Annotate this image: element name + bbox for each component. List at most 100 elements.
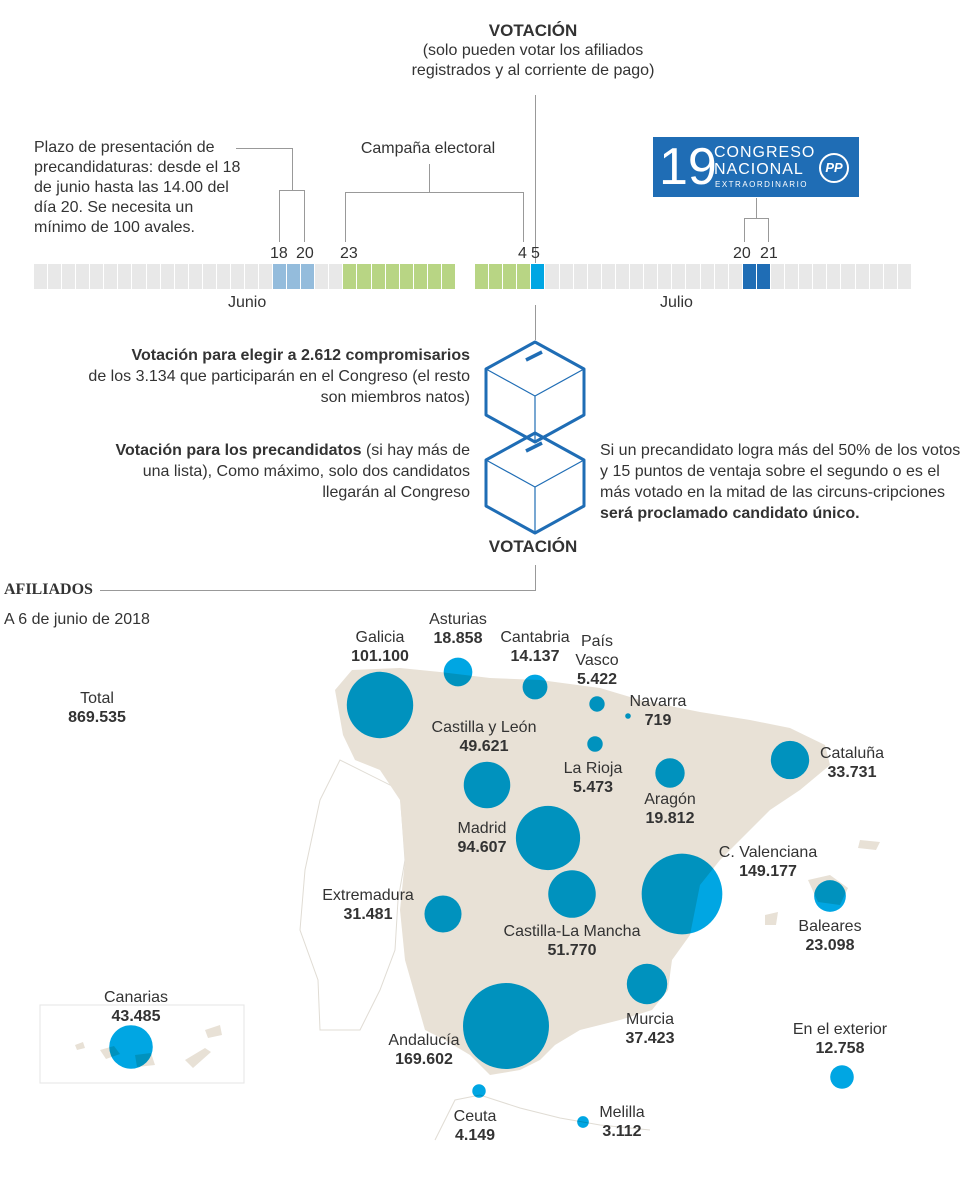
calendar-day <box>202 264 217 289</box>
region-value: 18.858 <box>433 630 483 647</box>
calendar-day <box>48 264 63 289</box>
calendar-day <box>315 264 330 289</box>
region-label: Castilla-La Mancha 51.770 <box>504 922 641 960</box>
calendar-day <box>770 264 786 289</box>
section-rule <box>100 590 536 591</box>
bubble-c-valenciana <box>641 853 723 935</box>
logo-line2: NACIONAL <box>714 161 804 178</box>
region-name: La Rioja <box>563 760 623 777</box>
calendar-day <box>489 264 504 289</box>
rule-body: Si un precandidato logra más del 50% de … <box>600 442 961 501</box>
plazo-bracket <box>304 190 305 242</box>
day-label: 20 <box>296 245 314 262</box>
region-label: Cataluña 33.731 <box>820 744 884 782</box>
region-value: 51.770 <box>547 942 597 959</box>
bubble-pa-s-vasco <box>589 696 605 712</box>
step2-bold: Votación para los precandidatos <box>115 442 362 459</box>
june-calendar <box>34 264 456 289</box>
region-value: 101.100 <box>351 648 409 665</box>
calendar-day <box>413 264 428 289</box>
vote-heading: VOTACIÓN <box>488 21 578 40</box>
region-name: Galicia <box>355 629 405 646</box>
plazo-connector <box>292 148 293 190</box>
bubble-asturias <box>443 657 473 687</box>
campaign-label: Campaña electoral <box>360 140 496 157</box>
region-name: Cantabria <box>500 629 570 646</box>
calendar-day <box>559 264 574 289</box>
bubble-galicia <box>346 671 414 739</box>
bubble-extremadura <box>424 895 462 933</box>
africa-coast <box>434 1094 651 1141</box>
calendar-day <box>615 264 631 289</box>
calendar-day <box>160 264 175 289</box>
logo-line3: EXTRAORDINARIO <box>715 180 809 189</box>
campaign-bracket <box>345 192 524 193</box>
calendar-day <box>216 264 231 289</box>
calendar-day <box>545 264 560 289</box>
day-label: 4 <box>518 245 527 262</box>
day-label: 18 <box>270 245 288 262</box>
campaign-bracket <box>429 164 430 192</box>
calendar-day <box>799 264 814 289</box>
calendar-day <box>475 264 490 289</box>
calendar-day <box>188 264 203 289</box>
region-name: Madrid <box>457 820 507 837</box>
region-name: Castilla-La Mancha <box>503 923 641 940</box>
calendar-day <box>357 264 372 289</box>
calendar-day <box>531 264 546 289</box>
calendar-day <box>385 264 400 289</box>
calendar-day <box>343 264 358 289</box>
region-name: Asturias <box>429 611 487 628</box>
congress-logo: 19 CONGRESO NACIONAL EXTRAORDINARIO PP <box>653 137 859 197</box>
canarias-inset <box>39 1004 245 1084</box>
bubble-castilla-y-le-n <box>463 761 511 809</box>
plazo-text: Plazo de presentación de precandidaturas… <box>34 139 241 236</box>
vote-heading-bottom: VOTACIÓN <box>488 537 578 556</box>
afiliados-subtitle: A 6 de junio de 2018 <box>4 611 150 628</box>
region-value: 12.758 <box>815 1040 865 1057</box>
calendar-day <box>503 264 518 289</box>
region-name: Canarias <box>103 989 169 1006</box>
calendar-day <box>827 264 842 289</box>
logo-line1: CONGRESO <box>714 144 816 161</box>
calendar-day <box>883 264 898 289</box>
calendar-day <box>118 264 133 289</box>
bubble-navarra <box>625 713 631 719</box>
pp-logo-icon: PP <box>819 153 849 183</box>
bubble-melilla <box>577 1116 589 1128</box>
calendar-day <box>230 264 245 289</box>
region-value: 49.621 <box>459 738 509 755</box>
vote-line <box>535 305 536 340</box>
bubble-catalu-a <box>770 740 810 780</box>
day-label: 5 <box>531 245 540 262</box>
region-label: Cantabria 14.137 <box>500 628 569 666</box>
bubble-arag-n <box>655 758 685 788</box>
calendar-day <box>146 264 161 289</box>
plazo-bracket <box>279 190 280 242</box>
region-value: 94.607 <box>457 839 507 856</box>
plazo-bracket <box>279 190 305 191</box>
total-label: Total <box>80 690 114 707</box>
region-value: 37.423 <box>625 1030 675 1047</box>
region-label: Galicia 101.100 <box>351 628 409 666</box>
calendar-day <box>855 264 870 289</box>
region-label: Madrid 94.607 <box>458 819 507 857</box>
region-value: 14.137 <box>510 648 560 665</box>
calendar-day <box>90 264 105 289</box>
campaign-bracket <box>523 192 524 242</box>
vote-line <box>535 565 536 590</box>
region-value: 33.731 <box>827 764 877 781</box>
region-name: Baleares <box>798 918 862 935</box>
calendar-day <box>301 264 316 289</box>
region-name: Cataluña <box>819 745 885 762</box>
